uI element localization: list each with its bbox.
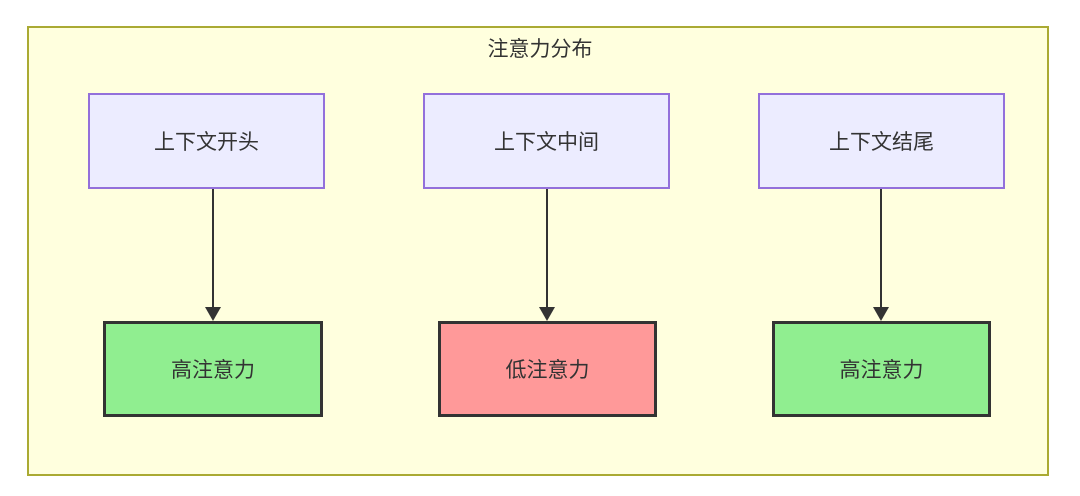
node-context-beginning: 上下文开头 [88,93,325,189]
arrow-line-1 [212,189,214,308]
node-context-middle: 上下文中间 [423,93,670,189]
arrow-head-icon [539,307,555,321]
node-high-attention-right: 高注意力 [772,321,991,417]
arrow-line-2 [546,189,548,308]
node-high-attention-left: 高注意力 [103,321,323,417]
arrow-head-icon [873,307,889,321]
node-low-attention-middle: 低注意力 [438,321,657,417]
diagram-title: 注意力分布 [487,38,593,61]
node-context-end: 上下文结尾 [758,93,1005,189]
arrow-head-icon [205,307,221,321]
arrow-line-3 [880,189,882,308]
